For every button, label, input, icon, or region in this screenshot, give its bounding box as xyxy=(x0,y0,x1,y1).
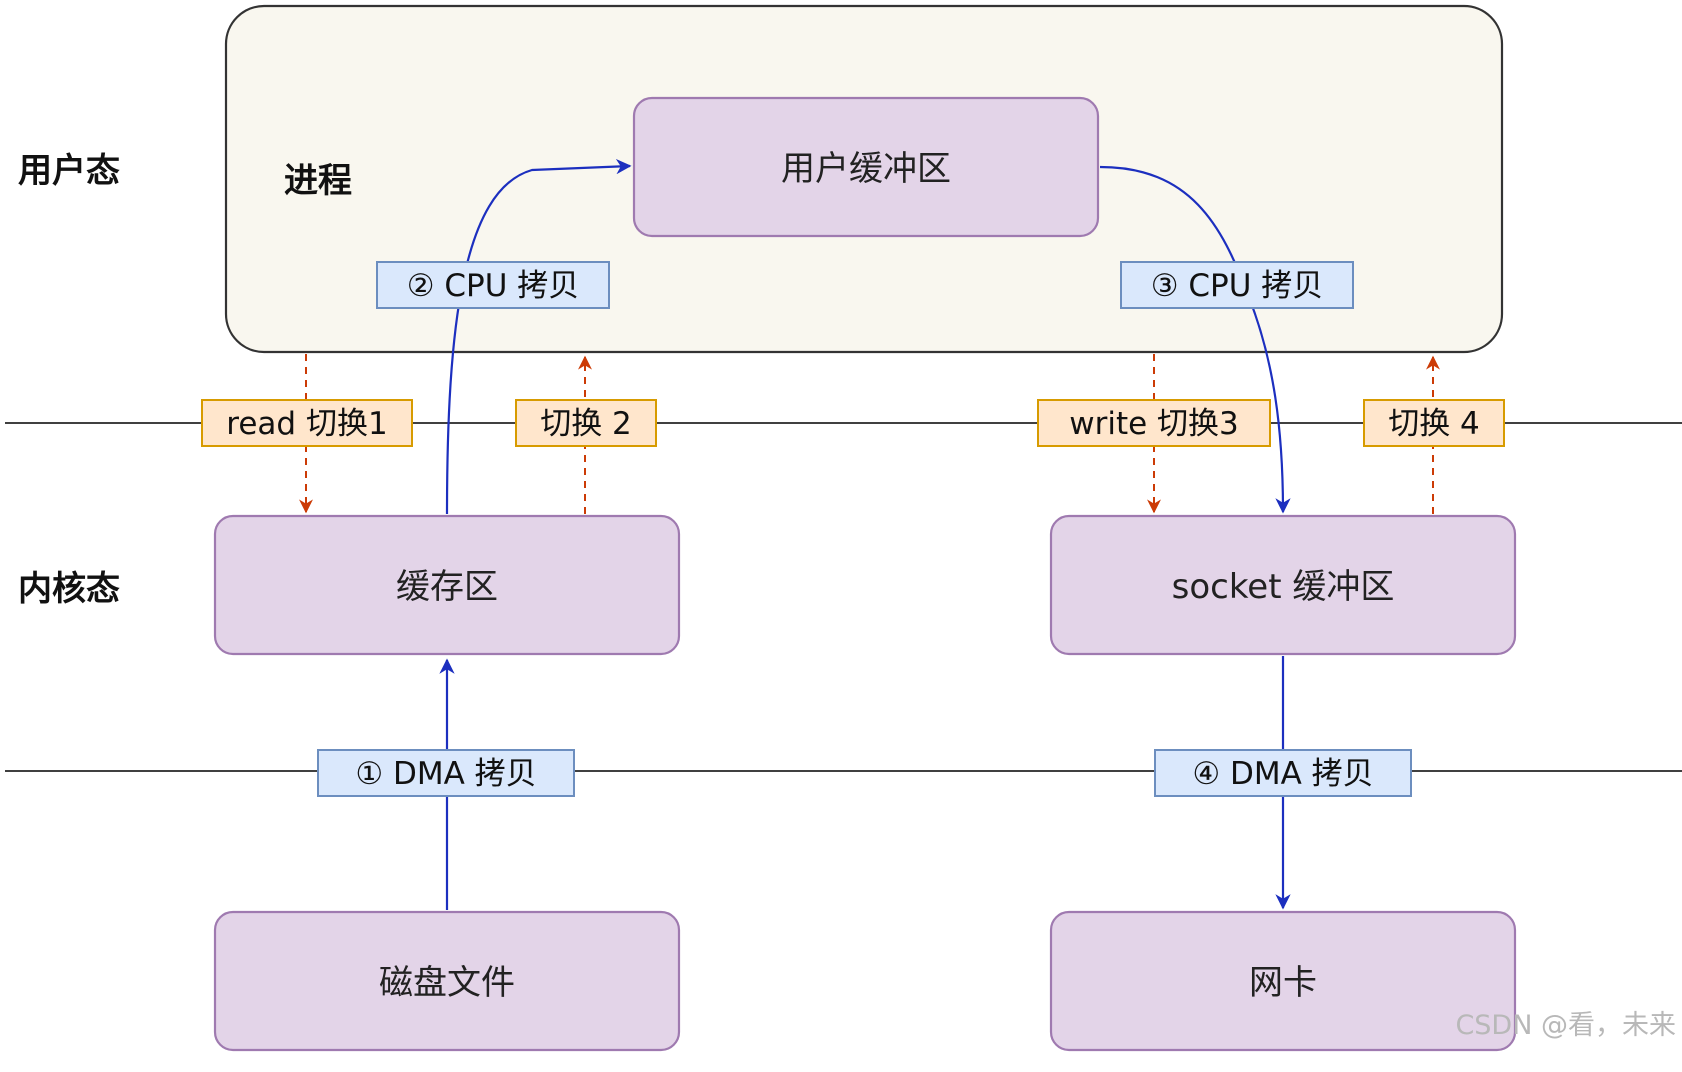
process-label: 进程 xyxy=(284,161,352,201)
cpu-copy-tag-3 xyxy=(1120,261,1354,309)
watermark: CSDN @看，未来 xyxy=(1455,1010,1676,1041)
nic-box xyxy=(1049,910,1517,1052)
page-cache-box xyxy=(213,514,681,656)
disk-file-label: 磁盘文件 xyxy=(379,963,515,1003)
user-buffer-box xyxy=(632,96,1100,238)
dma-copy-tag-1 xyxy=(317,749,575,797)
dma-copy-tag-4 xyxy=(1154,749,1412,797)
dma-copy-tag-4-label: ④ DMA 拷贝 xyxy=(1192,756,1373,792)
switch-tag-1-label: read 切换1 xyxy=(226,406,387,442)
socket-buffer-box xyxy=(1049,514,1517,656)
switch-tag-2-label: 切换 2 xyxy=(540,406,632,442)
user-mode-label: 用户态 xyxy=(18,151,120,191)
switch-tag-2 xyxy=(515,399,657,447)
cpu-copy-tag-3-label: ③ CPU 拷贝 xyxy=(1151,268,1324,304)
dma-copy-tag-1-label: ① DMA 拷贝 xyxy=(355,756,536,792)
socket-buffer-label: socket 缓冲区 xyxy=(1172,567,1395,607)
switch-tag-4 xyxy=(1363,399,1505,447)
cpu-copy-tag-2-label: ② CPU 拷贝 xyxy=(407,268,580,304)
switch-tag-3-label: write 切换3 xyxy=(1069,406,1239,442)
page-cache-label: 缓存区 xyxy=(396,567,498,607)
cpu-copy-tag-2 xyxy=(376,261,610,309)
switch-tag-4-label: 切换 4 xyxy=(1388,406,1480,442)
disk-file-box xyxy=(213,910,681,1052)
kernel-mode-label: 内核态 xyxy=(18,569,120,609)
user-buffer-label: 用户缓冲区 xyxy=(781,149,951,189)
nic-label: 网卡 xyxy=(1249,963,1317,1003)
switch-tag-3 xyxy=(1037,399,1271,447)
switch-tag-1 xyxy=(201,399,413,447)
